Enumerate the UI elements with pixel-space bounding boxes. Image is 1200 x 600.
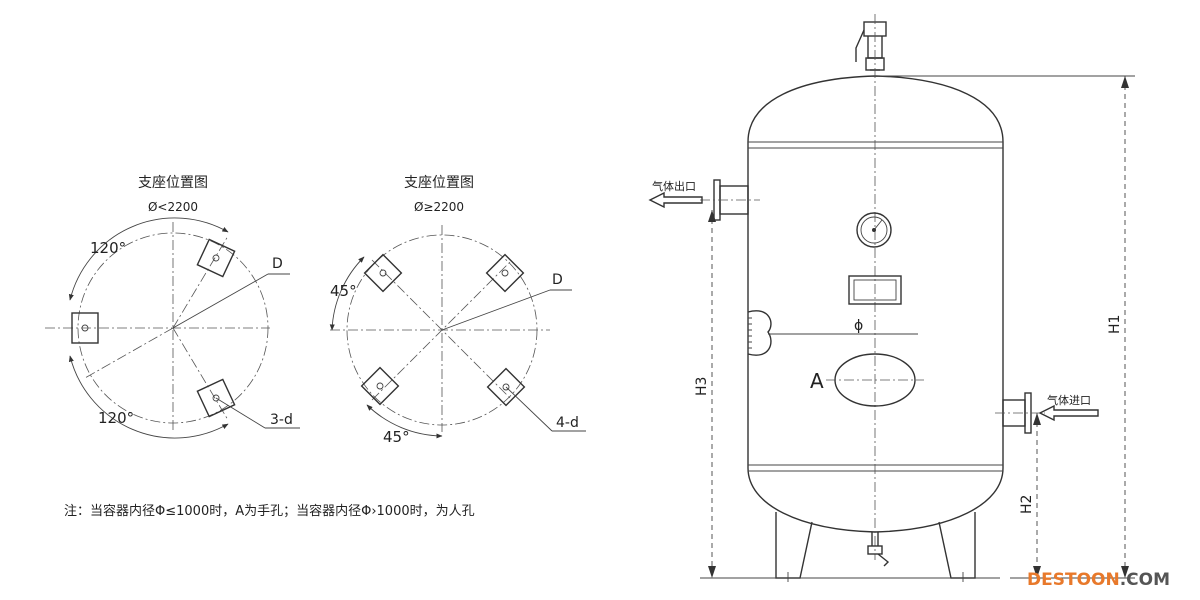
middle-title: 支座位置图: [404, 175, 474, 191]
sight-glass: [747, 310, 772, 356]
outlet-label: 气体出口: [652, 179, 696, 193]
left-angle-arc-top: [68, 217, 229, 301]
h2-label: H2: [1019, 495, 1035, 514]
outlet-arrow: [648, 191, 703, 209]
sight-glass-ticks: [748, 317, 752, 349]
left-angle-top: 120°: [90, 239, 126, 257]
tank-shell: [747, 75, 1004, 533]
middle-support-label: 4-d: [556, 415, 579, 431]
tank: ϕ A 气体出口 气体进口: [648, 14, 1135, 582]
h3-label: H3: [694, 377, 710, 396]
watermark: DESTOON.COM: [1027, 570, 1170, 590]
h3-arrow-bottom: [708, 566, 716, 578]
left-title: 支座位置图: [138, 175, 208, 191]
left-angle-arc-bottom: [68, 355, 229, 439]
middle-angle-arc-bottom: [366, 404, 443, 439]
h3-arrow-top: [708, 210, 716, 222]
gas-inlet-nozzle: [995, 392, 1045, 434]
h2-arrow-bottom: [1033, 566, 1041, 578]
middle-diameter-label: D: [552, 272, 563, 288]
left-radial-bottom: [172, 327, 229, 421]
middle-support-pad-tl: [363, 253, 403, 293]
left-diameter-label: D: [272, 256, 283, 272]
left-support-leader: [215, 397, 266, 429]
left-subtitle: Ø<2200: [148, 200, 198, 214]
middle-support-leader: [505, 386, 553, 432]
inlet-label: 气体进口: [1047, 393, 1091, 407]
drain-valve: [867, 532, 890, 567]
svg-text:DESTOON.COM: DESTOON.COM: [1027, 570, 1170, 590]
pressure-gauge: [856, 212, 892, 248]
middle-angle-top: 45°: [330, 282, 357, 300]
middle-support-diagram: 支座位置图 Ø≥2200 D 45° 45° 4: [329, 175, 586, 446]
h1-arrow-bottom: [1121, 566, 1129, 578]
middle-diameter-leader: [441, 289, 551, 331]
nameplate: [848, 275, 902, 305]
left-support-pad-left: [71, 312, 99, 344]
left-support-diagram: 支座位置图 Ø<2200 D 120° 120°: [45, 175, 300, 439]
middle-angle-arc-top: [329, 256, 365, 331]
watermark-suffix: .COM: [1120, 570, 1170, 590]
left-radial-top: [172, 235, 229, 329]
middle-support-pad-bl: [360, 366, 400, 406]
h1-arrow-top: [1121, 76, 1129, 88]
manhole-label: A: [810, 369, 824, 393]
middle-angle-bottom: 45°: [383, 428, 410, 446]
left-radial-lower: [84, 327, 174, 379]
h2-arrow-top: [1033, 413, 1041, 425]
h1-label: H1: [1107, 315, 1123, 334]
gas-outlet-nozzle: [700, 179, 760, 221]
inlet-arrow: [1038, 404, 1099, 422]
note-text: 注：当容器内径Φ≤1000时，A为手孔；当容器内径Φ›1000时，为人孔: [64, 503, 475, 519]
left-support-pad-top: [196, 238, 236, 278]
watermark-brand: DESTOON: [1027, 570, 1120, 590]
safety-valve: [855, 21, 887, 71]
middle-subtitle: Ø≥2200: [414, 200, 464, 214]
phi-label: ϕ: [854, 318, 863, 334]
middle-support-pad-tr: [485, 253, 525, 293]
left-angle-bottom: 120°: [98, 409, 134, 427]
left-support-label: 3-d: [270, 412, 293, 428]
left-diameter-leader: [172, 273, 269, 329]
